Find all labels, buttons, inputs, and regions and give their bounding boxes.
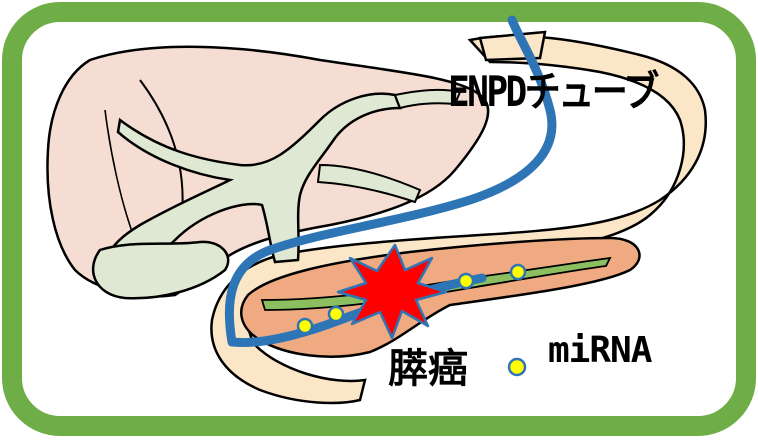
- pancreatic-cancer-label: 膵癌: [388, 346, 468, 392]
- mirna-dot: [509, 263, 527, 281]
- mirna-dot: [457, 272, 475, 290]
- tumor-starburst: [336, 243, 448, 340]
- enpd-tube-label: ENPDチューブ: [448, 67, 659, 116]
- mirna-dot: [296, 317, 314, 335]
- hepatic-branch: [393, 88, 462, 110]
- hepatic-branch-2: [316, 163, 422, 204]
- duodenum: [210, 34, 708, 405]
- mirna-legend-dot: [507, 357, 527, 377]
- bile-duct-tree: [105, 92, 402, 275]
- gallbladder: [91, 240, 230, 300]
- mirna-dot: [327, 305, 345, 323]
- liver-fissure-2: [104, 109, 136, 241]
- duodenum-top: [478, 30, 547, 62]
- mirna-label: miRNA: [548, 330, 652, 371]
